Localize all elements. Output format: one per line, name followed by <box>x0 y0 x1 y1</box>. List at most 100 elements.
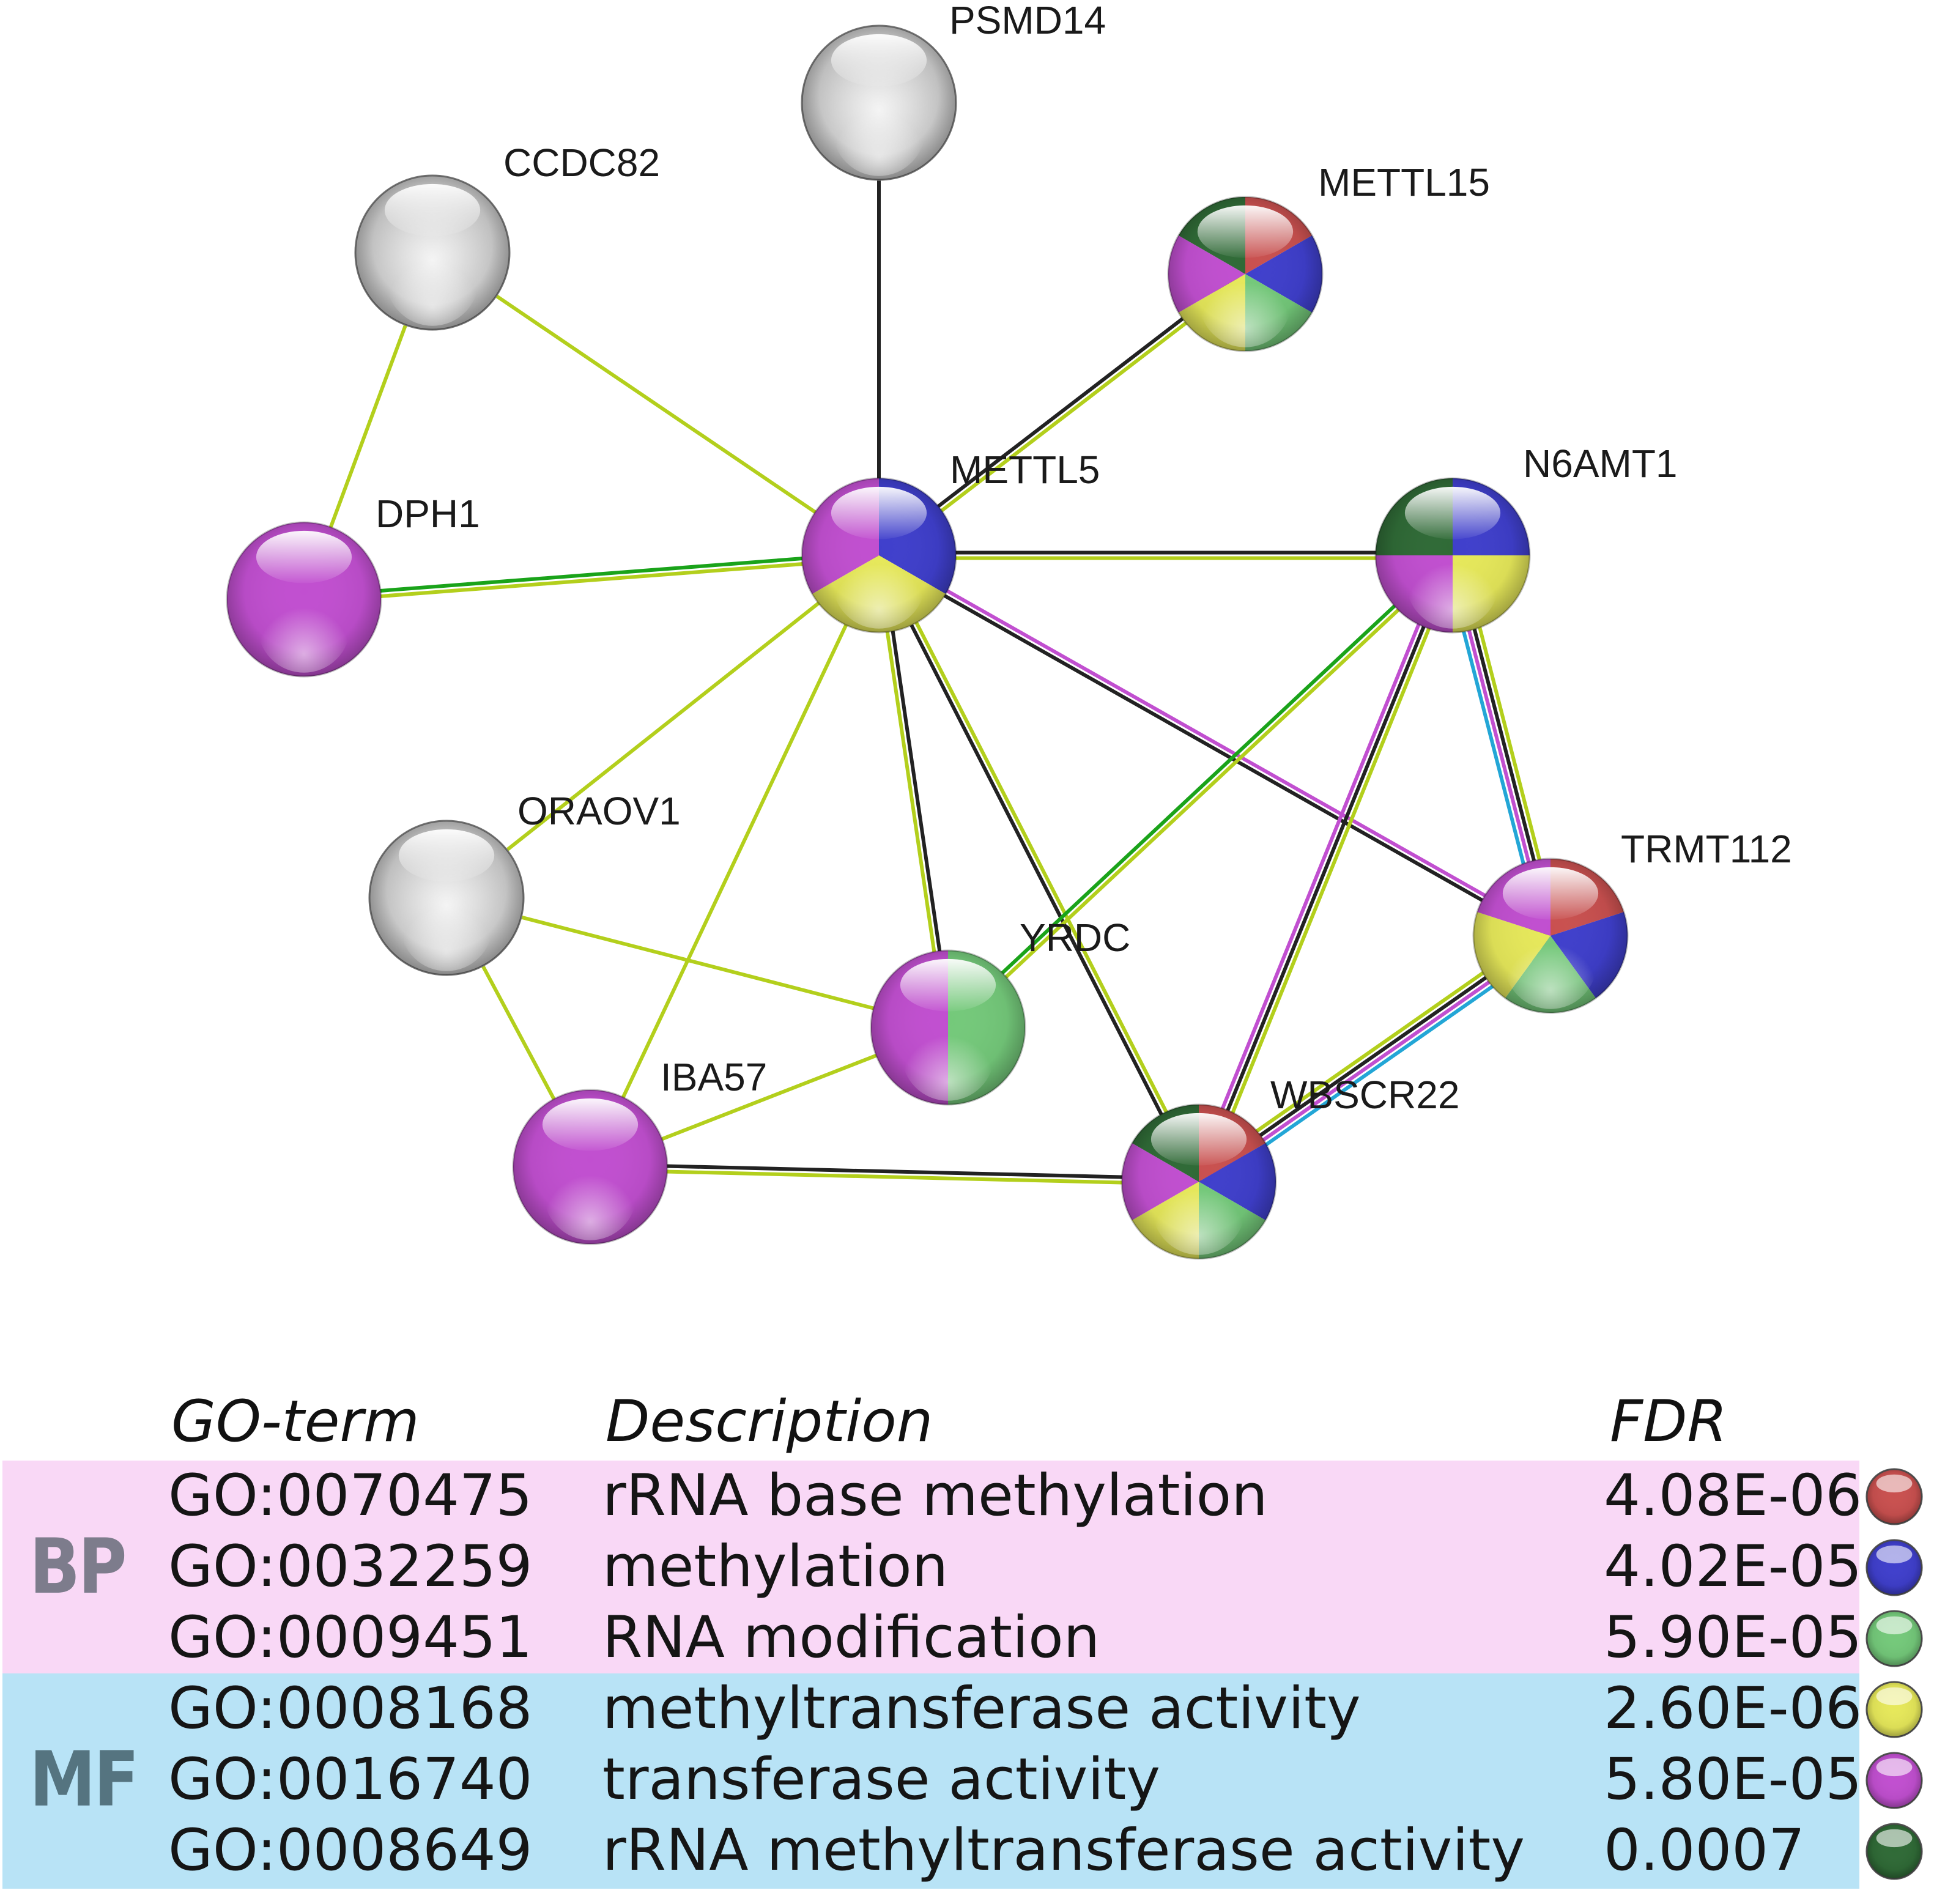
edge-evidence-textmining <box>880 552 1204 1182</box>
node-yrdc[interactable]: YRDC <box>870 916 1130 1106</box>
edge-evidence-textmining <box>874 554 947 1030</box>
node-ccdc82[interactable]: CCDC82 <box>354 141 660 331</box>
edge-evidence-textmining <box>302 556 881 604</box>
node-n6amt1[interactable]: N6AMT1 <box>1374 442 1678 634</box>
color-swatch-yellow-icon <box>1865 1681 1923 1738</box>
go-description: methylation <box>602 1533 949 1600</box>
node-oraov1[interactable]: ORAOV1 <box>368 789 681 976</box>
node-mettl15[interactable]: METTL15 <box>1167 160 1490 352</box>
node-outline <box>512 1089 669 1245</box>
edge-n6amt1-wbscr22 <box>1191 551 1460 1186</box>
node-wbscr22[interactable]: WBSCR22 <box>1121 1073 1459 1260</box>
edge-mettl5-oraov1 <box>445 554 881 900</box>
edge-evidence-black <box>588 1162 1201 1181</box>
category-label-mf: MF <box>29 1736 139 1824</box>
edge-evidence-black <box>874 555 1198 1185</box>
edge-evidence-textmining <box>588 1168 1201 1187</box>
color-swatch-lightgreen-icon <box>1865 1610 1923 1667</box>
edge-evidence-green <box>302 550 881 599</box>
go-description: rRNA base methylation <box>602 1462 1268 1529</box>
edge-evidence-magenta <box>878 551 1554 936</box>
node-outline <box>801 477 957 634</box>
node-label-oraov1: ORAOV1 <box>517 789 681 833</box>
go-id: GO:0008649 <box>168 1817 533 1884</box>
node-label-mettl5: METTL5 <box>950 448 1100 492</box>
node-glow <box>832 83 925 176</box>
node-label-wbscr22: WBSCR22 <box>1270 1073 1459 1117</box>
node-glow <box>1152 1162 1245 1255</box>
node-glow <box>902 1008 995 1101</box>
node-iba57[interactable]: IBA57 <box>512 1055 767 1245</box>
color-swatch-darkgreen-icon <box>1865 1823 1923 1880</box>
edge-evidence-black <box>880 553 953 1029</box>
node-trmt112[interactable]: TRMT112 <box>1472 827 1792 1014</box>
node-outline <box>1121 1103 1277 1260</box>
node-highlight <box>1502 867 1599 920</box>
node-dph1[interactable]: DPH1 <box>226 492 480 678</box>
node-glow <box>832 536 925 629</box>
edge-evidence-textmining <box>948 555 1457 1032</box>
node-outline <box>1472 858 1629 1014</box>
header-go-term: GO-term <box>171 1388 420 1455</box>
color-swatch-blue-icon <box>1865 1539 1923 1596</box>
node-outline <box>354 174 511 331</box>
edge-mettl5-yrdc <box>874 553 953 1030</box>
edge-evidence-textmining <box>431 251 881 557</box>
go-id: GO:0016740 <box>168 1746 533 1813</box>
go-description: RNA modification <box>602 1604 1100 1671</box>
node-highlight <box>1197 205 1294 258</box>
go-description: transferase activity <box>602 1746 1161 1813</box>
go-fdr: 5.80E-05 <box>1604 1746 1862 1813</box>
node-label-mettl15: METTL15 <box>1318 160 1490 204</box>
node-outline <box>1374 477 1531 634</box>
go-id: GO:0070475 <box>168 1462 533 1529</box>
node-label-yrdc: YRDC <box>1020 916 1130 960</box>
table-row: GO:0016740 transferase activity 5.80E-05 <box>0 1744 1934 1815</box>
edge-iba57-wbscr22 <box>588 1162 1201 1187</box>
edge-evidence-textmining <box>1202 555 1460 1186</box>
node-outline <box>226 521 382 678</box>
color-swatch-magenta-icon <box>1865 1752 1923 1809</box>
node-psmd14[interactable]: PSMD14 <box>801 0 1106 181</box>
edge-oraov1-yrdc <box>445 896 950 1029</box>
node-glow <box>1199 254 1292 347</box>
node-highlight <box>256 530 352 583</box>
node-highlight <box>542 1098 639 1151</box>
edge-mettl5-dph1 <box>302 550 881 604</box>
edge-evidence-textmining <box>445 554 881 900</box>
edge-evidence-magenta <box>1191 551 1450 1182</box>
node-highlight <box>900 958 996 1012</box>
go-id: GO:0008168 <box>168 1675 533 1742</box>
node-highlight <box>1150 1113 1247 1166</box>
go-fdr: 2.60E-06 <box>1604 1675 1862 1742</box>
edge-n6amt1-yrdc <box>944 551 1457 1032</box>
go-fdr: 0.0007 <box>1604 1817 1805 1884</box>
node-label-trmt112: TRMT112 <box>1621 827 1792 871</box>
edge-mettl5-n6amt1 <box>877 550 1454 560</box>
node-glow <box>257 580 350 673</box>
node-glow <box>400 878 493 971</box>
node-label-dph1: DPH1 <box>376 492 480 536</box>
edge-evidence-textmining <box>445 896 950 1029</box>
node-glow <box>1504 916 1597 1009</box>
edge-evidence-textmining <box>588 554 881 1169</box>
edge-evidence-black <box>875 555 1551 940</box>
node-outline <box>870 949 1026 1106</box>
go-id: GO:0032259 <box>168 1533 533 1600</box>
edge-mettl5-iba57 <box>588 554 881 1169</box>
band-bp <box>2 1461 1859 1676</box>
band-mf <box>2 1673 1859 1889</box>
edge-mettl5-trmt112 <box>875 551 1554 940</box>
go-fdr: 5.90E-05 <box>1604 1604 1862 1671</box>
node-mettl5[interactable]: METTL5 <box>801 448 1100 634</box>
node-outline <box>368 820 525 976</box>
node-glow <box>386 233 479 326</box>
edge-evidence-green <box>944 551 1453 1028</box>
